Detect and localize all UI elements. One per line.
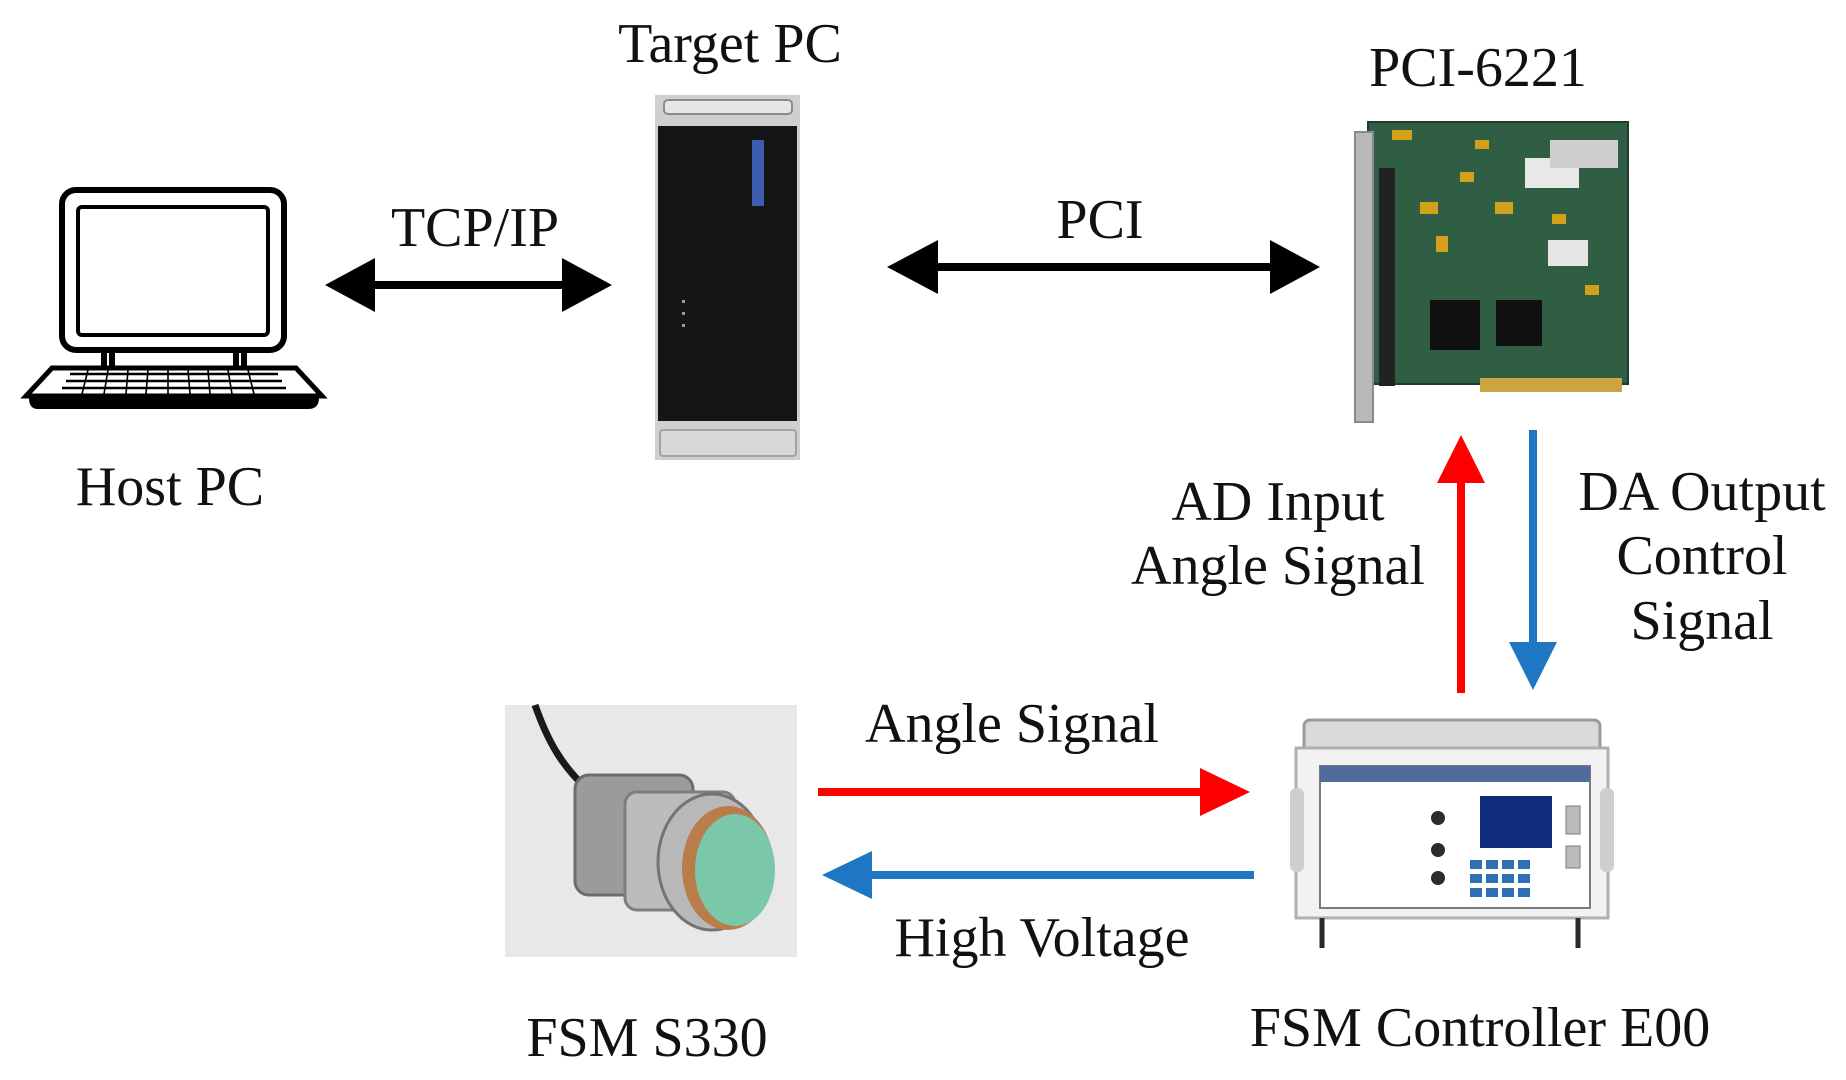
angle-signal-arrow — [818, 768, 1250, 816]
da-output-arrow — [1509, 430, 1557, 690]
target-pc-label: Target PC — [618, 13, 842, 75]
pci-label: PCI — [1056, 189, 1144, 251]
angle-signal-label: Angle Signal — [865, 693, 1159, 755]
tower-pc-photo — [655, 95, 800, 460]
pci-card-label: PCI-6221 — [1369, 37, 1587, 99]
high-voltage-label: High Voltage — [894, 907, 1190, 969]
fast-steering-mirror-photo — [505, 703, 797, 957]
pci-card-photo — [1354, 121, 1629, 423]
controller-label: FSM Controller E00 — [1249, 997, 1711, 1059]
laptop-icon — [20, 187, 328, 409]
fsm-label: FSM S330 — [526, 1007, 768, 1069]
pci-arrow — [887, 240, 1320, 294]
ad-input-line1: AD Input — [1171, 471, 1385, 533]
tcpip-arrow — [325, 258, 612, 312]
host-pc-label: Host PC — [75, 456, 265, 518]
ad-input-label: AD Input Angle Signal — [1098, 470, 1458, 599]
da-output-line3: Signal — [1630, 589, 1774, 652]
ad-input-line2: Angle Signal — [1131, 535, 1425, 598]
da-output-label: DA Output Control Signal — [1560, 460, 1844, 653]
high-voltage-arrow — [822, 851, 1254, 899]
controller-unit-photo — [1290, 718, 1614, 948]
da-output-line2: Control — [1616, 525, 1788, 588]
tcpip-label: TCP/IP — [390, 197, 560, 259]
ad-input-arrow — [1437, 435, 1485, 693]
da-output-line1: DA Output — [1578, 461, 1826, 523]
